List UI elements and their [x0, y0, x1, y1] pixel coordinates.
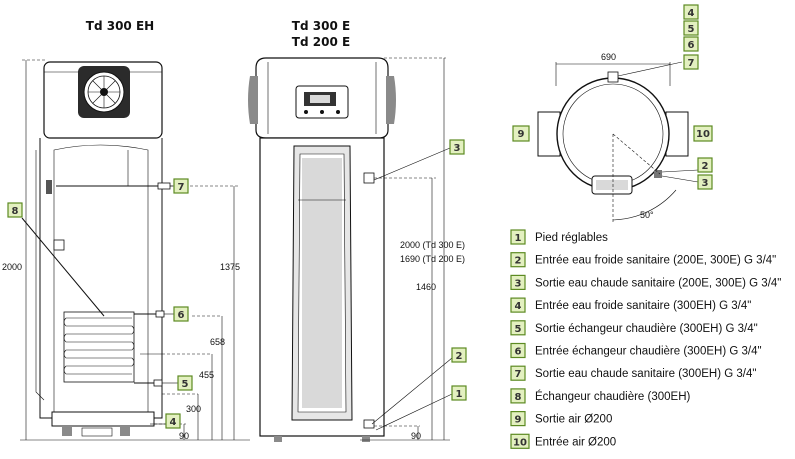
badge-5-top: 5	[683, 20, 699, 36]
svg-text:4: 4	[688, 8, 695, 19]
dim-658: 658	[210, 337, 225, 347]
legend-item-text: Sortie échangeur chaudière (300EH) G 3/4…	[535, 323, 758, 335]
svg-text:8: 8	[12, 206, 19, 217]
legend-item-number: 10	[513, 437, 527, 448]
svg-text:6: 6	[178, 310, 185, 321]
legend-item: 4 Entrée eau froide sanitaire (300EH) G 3…	[510, 297, 751, 313]
legend-item: 10 Entrée air Ø200	[510, 433, 616, 449]
legend-item-number: 2	[515, 256, 522, 267]
legend-item-number: 1	[515, 233, 522, 244]
badge-10-top: 10	[693, 125, 713, 142]
legend-item-number: 3	[515, 278, 522, 289]
legend-item-number: 9	[515, 415, 522, 426]
dim-90-right: 90	[411, 431, 421, 441]
svg-text:9: 9	[518, 129, 525, 140]
legend-item-number: 6	[515, 347, 522, 358]
badge-7-top: 7	[683, 54, 699, 70]
legend-item: 5 Sortie échangeur chaudière (300EH) G 3/…	[510, 320, 758, 336]
fan-icon	[78, 66, 130, 118]
legend-item-text: Entrée eau froide sanitaire (300EH) G 3/…	[535, 300, 751, 312]
title-td300e: Td 300 E	[292, 19, 350, 33]
control-panel	[295, 85, 349, 119]
legend-item: 6 Entrée échangeur chaudière (300EH) G 3/…	[510, 342, 762, 359]
unit-td300eh-side-view	[21, 61, 171, 437]
svg-text:4: 4	[170, 417, 177, 428]
dim-2000-left: 2000	[2, 262, 22, 272]
badge-2-top: 2	[697, 157, 713, 173]
legend-item: 8 Échangeur chaudière (300EH)	[510, 388, 691, 404]
legend-item-text: Pied réglables	[535, 232, 608, 244]
badge-7-left: 7	[170, 178, 189, 194]
legend-item-number: 4	[515, 301, 522, 312]
legend-item: 7 Sortie eau chaude sanitaire (300EH) G 3…	[510, 365, 756, 381]
badge-5-left: 5	[162, 375, 193, 391]
svg-text:7: 7	[688, 58, 695, 69]
legend-item-text: Entrée eau froide sanitaire (200E, 300E)…	[535, 255, 776, 267]
legend-item-text: Entrée échangeur chaudière (300EH) G 3/4…	[535, 346, 762, 358]
title-td300eh: Td 300 EH	[86, 19, 154, 33]
badge-9-top: 9	[512, 125, 530, 142]
badge-4-left: 4	[150, 413, 181, 429]
legend-item: 9 Sortie air Ø200	[510, 411, 612, 427]
badge-2-mid: 2	[451, 347, 467, 363]
legend-item-text: Entrée air Ø200	[535, 436, 616, 448]
dim-1690-td200e: 1690 (Td 200 E)	[400, 254, 465, 264]
legend-item-text: Sortie air Ø200	[535, 414, 612, 426]
dim-455: 455	[199, 370, 214, 380]
svg-text:7: 7	[178, 182, 185, 193]
svg-text:3: 3	[454, 143, 461, 154]
unit-td300e-front-view	[248, 57, 396, 442]
legend-item: 3 Sortie eau chaude sanitaire (200E, 300E…	[510, 274, 781, 290]
title-td200e: Td 200 E	[292, 35, 350, 49]
svg-text:2: 2	[702, 161, 709, 172]
dim-90-left: 90	[179, 431, 189, 441]
top-view: 690 50°	[537, 52, 699, 222]
dim-2000-td300e: 2000 (Td 300 E)	[400, 240, 465, 250]
legend-item: 2 Entrée eau froide sanitaire (200E, 300E…	[510, 252, 776, 268]
badge-3-mid: 3	[449, 139, 465, 155]
svg-text:5: 5	[688, 24, 695, 35]
legend-item-text: Échangeur chaudière (300EH)	[535, 390, 691, 403]
badge-6-left: 6	[164, 306, 189, 322]
legend-item-text: Sortie eau chaude sanitaire (300EH) G 3/…	[535, 368, 756, 380]
badge-1-mid: 1	[451, 385, 467, 401]
svg-text:3: 3	[702, 178, 709, 189]
legend-item: 1 Pied réglables	[510, 229, 608, 245]
dim-1460: 1460	[416, 282, 436, 292]
dimensions-left-unit: 2000 1375 658 455 300 90	[2, 59, 250, 441]
svg-text:2: 2	[456, 351, 463, 362]
heat-exchanger-coil	[63, 311, 135, 383]
legend-item-number: 5	[515, 324, 522, 335]
svg-text:1: 1	[456, 389, 463, 400]
badge-3-top: 3	[697, 174, 713, 190]
dim-300: 300	[186, 404, 201, 414]
svg-text:6: 6	[688, 40, 695, 51]
legend-item-text: Sortie eau chaude sanitaire (200E, 300E)…	[535, 277, 781, 289]
legend-item-number: 7	[515, 369, 522, 380]
badge-8: 8	[7, 202, 23, 218]
dim-690: 690	[601, 52, 616, 62]
legend-item-number: 8	[515, 392, 522, 403]
badge-6-top: 6	[683, 36, 699, 52]
dim-1375: 1375	[220, 262, 240, 272]
badge-4-top: 4	[683, 4, 699, 20]
svg-text:10: 10	[696, 129, 710, 140]
svg-text:5: 5	[182, 379, 189, 390]
angle-50: 50°	[640, 210, 654, 220]
dimensions-middle-unit: 2000 (Td 300 E) 1690 (Td 200 E) 1460 90	[360, 57, 465, 441]
